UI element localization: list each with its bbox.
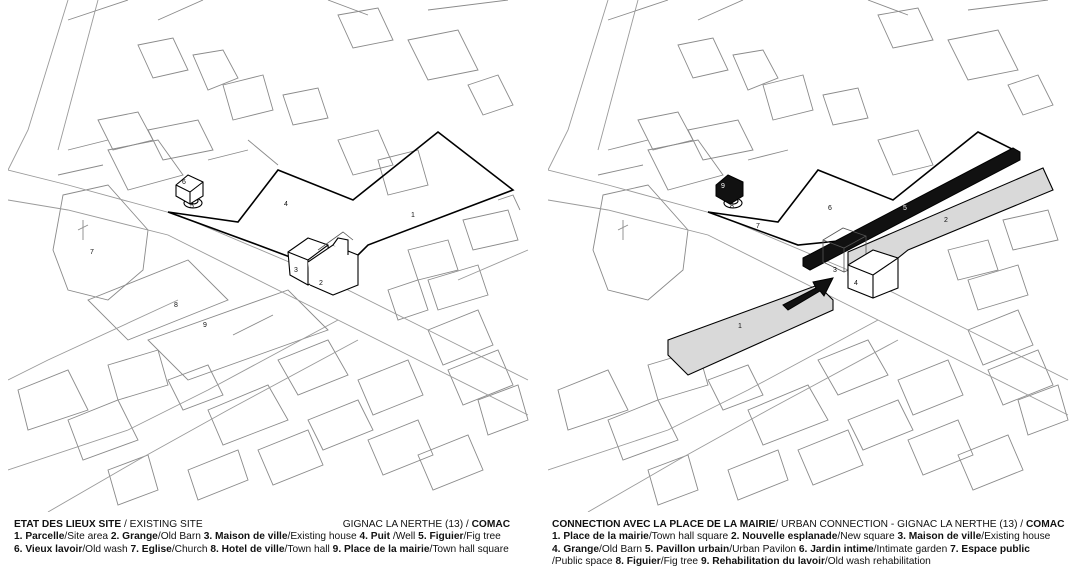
- label-5: 5: [190, 203, 194, 210]
- legend-value: /Fig tree: [463, 531, 501, 543]
- connection-arrow: [782, 277, 834, 311]
- legend-key: 1. Place de la mairie: [552, 531, 649, 543]
- caption-title-line: ETAT DES LIEUX SITE / EXISTING SITE GIGNA…: [14, 519, 522, 531]
- legend-key: 6. Jardin intime: [798, 543, 874, 555]
- label-8: 8: [730, 203, 734, 210]
- caption-subtitle: / EXISTING SITE: [121, 519, 203, 530]
- legend-value: /Town hall: [284, 543, 333, 555]
- barn-and-town-house: [287, 231, 359, 296]
- urban-connection-caption: CONNECTION AVEC LA PLACE DE LA MAIRIE/ U…: [552, 519, 1080, 569]
- intimate-garden-outline: [707, 131, 1020, 246]
- label-9: 9: [203, 322, 207, 329]
- street-network: [548, 0, 1069, 512]
- left-plan-number-labels: 1 2 3 4 5 6 7 8 9: [90, 179, 415, 329]
- urban-context-lots: [557, 0, 1069, 506]
- label-8: 8: [174, 302, 178, 309]
- legend-value: /Old wash rehabilitation: [824, 556, 931, 568]
- label-6: 6: [182, 179, 186, 186]
- old-barn: [847, 249, 899, 299]
- label-2: 2: [319, 280, 323, 287]
- legend-key: 7. Eglise: [130, 543, 172, 555]
- label-4: 4: [854, 280, 858, 287]
- label-9: 9: [721, 183, 725, 190]
- legend-value: /Old wash: [82, 543, 131, 555]
- legend-value: /Fig tree: [660, 556, 701, 568]
- urban-connection-axonometric: 1 2 3 4 5 6 7 8 9: [548, 0, 1069, 512]
- legend-value: /Town hall square: [648, 531, 731, 543]
- label-3: 3: [294, 267, 298, 274]
- legend-line-1: 1. Place de la mairie/Town hall square 2…: [552, 531, 1080, 543]
- legend-key: 8. Figuier: [615, 556, 661, 568]
- wash-rehabilitation: [715, 174, 744, 205]
- right-plan-number-labels: 1 2 3 4 5 6 7 8 9: [721, 183, 948, 330]
- urban-context-lots: [17, 0, 529, 506]
- label-1: 1: [411, 212, 415, 219]
- label-2: 2: [944, 217, 948, 224]
- legend-key: 2. Grange: [110, 531, 158, 543]
- caption-title-line: CONNECTION AVEC LA PLACE DE LA MAIRIE/ U…: [552, 519, 1080, 531]
- legend-line-1: 1. Parcelle/Site area 2. Grange/Old Barn…: [14, 531, 522, 543]
- legend-line-2: 6. Vieux lavoir/Old wash 7. Eglise/Churc…: [14, 544, 522, 556]
- existing-site-caption: ETAT DES LIEUX SITE / EXISTING SITE GIGNA…: [14, 519, 522, 556]
- legend-value: /Well: [392, 531, 419, 543]
- legend-value: /New square: [837, 531, 898, 543]
- legend-value: /Church: [171, 543, 211, 555]
- label-7: 7: [756, 223, 760, 230]
- legend-key: 9. Rehabilitation du lavoir: [700, 556, 825, 568]
- legend-value: /Public space: [552, 556, 616, 568]
- urban-pavilion: [802, 147, 1021, 271]
- legend-key: 2. Nouvelle esplanade: [730, 531, 838, 543]
- legend-key: 4. Grange: [552, 543, 599, 555]
- label-7: 7: [90, 249, 94, 256]
- caption-location: GIGNAC LA NERTHE (13) /: [342, 519, 472, 530]
- existing-site-axonometric: 1 2 3 4 5 6 7 8 9: [8, 0, 529, 512]
- legend-value: /Site area: [64, 531, 111, 543]
- old-wash-building: [175, 174, 204, 205]
- legend-value: /Old Barn: [157, 531, 204, 543]
- legend-key: 1. Parcelle: [14, 531, 65, 543]
- caption-title: CONNECTION AVEC LA PLACE DE LA MAIRIE: [552, 519, 776, 530]
- label-6: 6: [828, 205, 832, 212]
- caption-office: COMAC: [471, 519, 511, 530]
- legend-value: /Existing house: [981, 531, 1051, 543]
- caption-subtitle: / URBAN CONNECTION - GIGNAC LA NERTHE (1…: [775, 519, 1026, 530]
- legend-key: 8. Hotel de ville: [210, 543, 285, 555]
- legend-key: 5. Figuier: [418, 531, 464, 543]
- legend-key: 7. Espace public: [950, 543, 1030, 555]
- legend-value: /Urban Pavilon: [729, 543, 799, 555]
- legend-key: 3. Maison de ville: [897, 531, 982, 543]
- legend-line-2: 4. Grange/Old Barn 5. Pavillon urbain/Ur…: [552, 544, 1080, 556]
- legend-value: /Old Barn: [599, 543, 645, 555]
- label-3: 3: [833, 267, 837, 274]
- legend-key: 4. Puit: [359, 531, 393, 543]
- legend-line-3: /Public space 8. Figuier/Fig tree 9. Reh…: [552, 556, 1080, 568]
- label-1: 1: [738, 323, 742, 330]
- label-4: 4: [284, 201, 288, 208]
- label-5: 5: [903, 205, 907, 212]
- legend-value: /Town hall square: [429, 543, 509, 555]
- legend-key: 9. Place de la mairie: [332, 543, 430, 555]
- street-network: [8, 0, 529, 512]
- caption-office: COMAC: [1025, 519, 1065, 530]
- legend-value: /Intimate garden: [873, 543, 951, 555]
- existing-site-plan: 1 2 3 4 5 6 7 8 9: [8, 0, 538, 512]
- urban-connection-plan: 1 2 3 4 5 6 7 8 9: [548, 0, 1078, 512]
- legend-key: 5. Pavillon urbain: [644, 543, 730, 555]
- legend-key: 3. Maison de ville: [203, 531, 288, 543]
- legend-value: /Existing house: [287, 531, 360, 543]
- caption-title: ETAT DES LIEUX SITE: [14, 519, 122, 530]
- legend-key: 6. Vieux lavoir: [14, 543, 83, 555]
